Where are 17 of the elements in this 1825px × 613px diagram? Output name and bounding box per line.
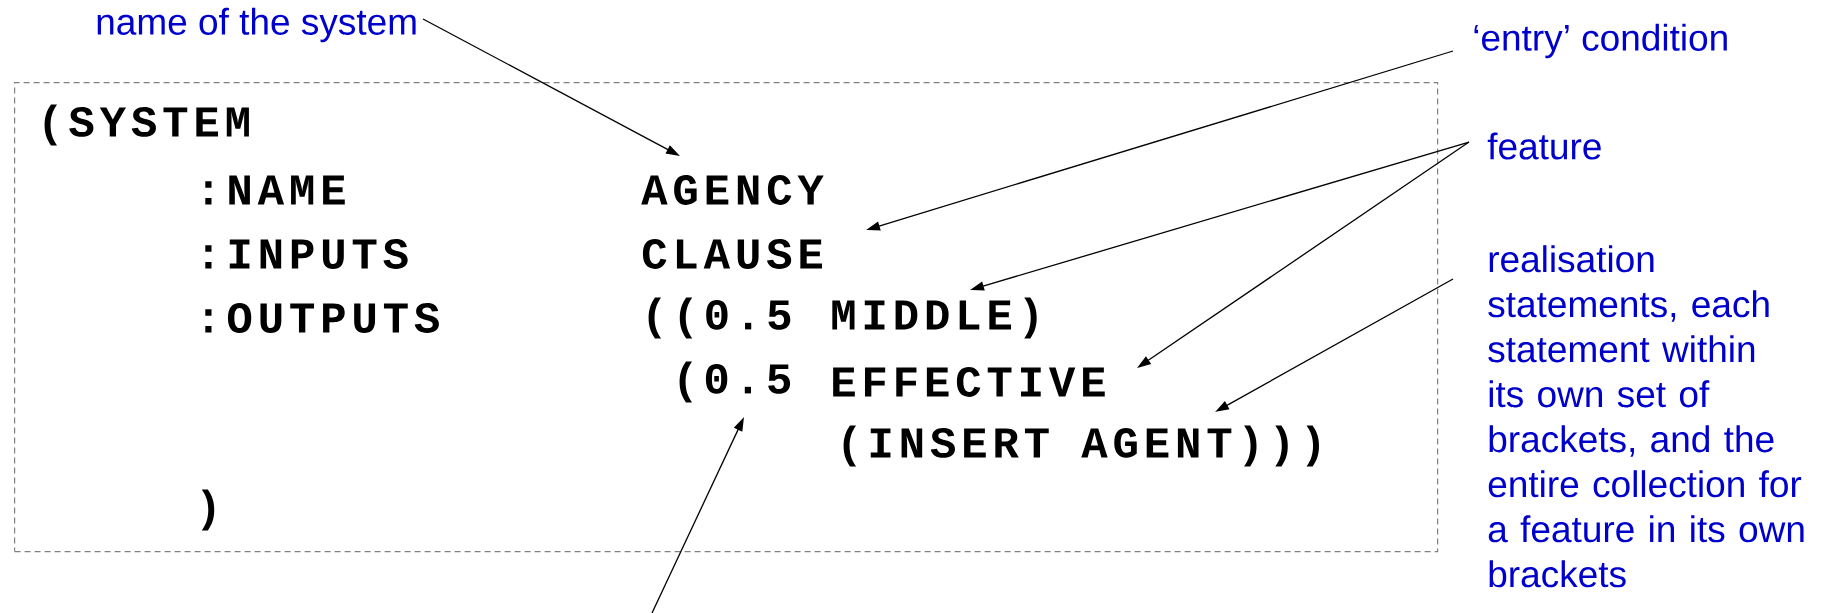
code-text: MIDDLE) [832,297,1037,339]
code-text: (SYSTEM [44,104,249,146]
code-frame [14,82,1439,553]
code-text: :OUTPUTS [205,303,439,333]
code-text: ) [201,489,215,531]
code-text: :NAME [205,175,345,205]
annotation-text: feature [1487,132,1601,160]
annotation-text: ‘entry’ condition [1474,23,1727,59]
code-text: AGENCY [641,175,824,205]
code-text: ((0.5 [648,297,791,339]
code-text: (INSERT AGENT))) [843,425,1319,467]
annotation-text: realisation statements, each statement within its own set of brackets, and the entire collection for a feature in its own brackets [1488,245,1804,588]
code-text: :INPUTS [205,239,408,269]
code-text: EFFECTIVE [833,367,1105,397]
code-text: (0.5 [679,361,791,403]
annotation-text: name of the system [97,7,416,43]
code-text: CLAUSE [642,239,823,269]
